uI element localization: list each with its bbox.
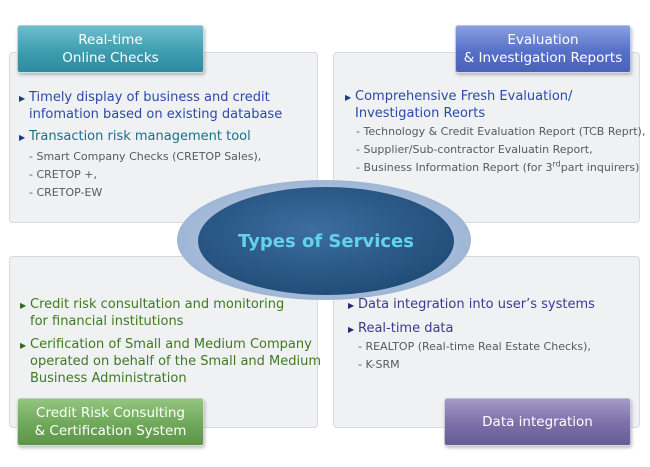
tab-data-integration: Data integration <box>444 398 631 446</box>
bullet-marker-icon: ▶ <box>20 301 27 310</box>
bullet-comprehensive-evaluation: ▶ Comprehensive Fresh Evaluation/ Invest… <box>345 89 573 121</box>
sub-item: - K-SRM <box>358 358 400 371</box>
bullet-marker-icon: ▶ <box>348 325 355 334</box>
sub-item: - Technology & Credit Evaluation Report … <box>356 125 646 138</box>
tab-line: Credit Risk Consulting <box>36 405 185 421</box>
tab-line: & Investigation Reports <box>463 50 623 66</box>
bullet-credit-risk-consultation: ▶ Credit risk consultation and monitorin… <box>20 297 285 329</box>
bullet-marker-icon: ▶ <box>19 133 26 142</box>
bullet-transaction-risk: ▶ Transaction risk management tool <box>19 129 251 144</box>
tab-credit-risk-consulting: Credit Risk Consulting & Certification S… <box>17 398 204 446</box>
bullet-certification: ▶ Cerification of Small and Medium Compa… <box>20 337 322 386</box>
bullet-marker-icon: ▶ <box>20 341 27 350</box>
tab-line: Real-time <box>78 32 143 48</box>
bullet-timely-display: ▶ Timely display of business and credit … <box>19 90 283 122</box>
sub-item: - REALTOP (Real-time Real Estate Checks)… <box>358 340 591 353</box>
sub-item-business-report: - Business Information Report (for 3rdpa… <box>356 159 640 174</box>
bullet-marker-icon: ▶ <box>19 94 26 103</box>
center-title: Types of Services <box>238 231 414 252</box>
sub-item: - Smart Company Checks (CRETOP Sales), <box>29 150 262 163</box>
tab-line: & Certification System <box>34 423 187 439</box>
bullet-marker-icon: ▶ <box>345 93 352 102</box>
tab-line: Online Checks <box>62 50 159 66</box>
bullet-realtime-data: ▶ Real-time data <box>348 321 454 336</box>
bullet-data-integration: ▶ Data integration into user’s systems <box>348 297 595 312</box>
sub-item: - Supplier/Sub-contractor Evaluatin Repo… <box>356 143 593 156</box>
tab-line: Data integration <box>482 414 593 430</box>
bullet-marker-icon: ▶ <box>348 301 355 310</box>
tab-evaluation-reports: Evaluation & Investigation Reports <box>455 25 631 73</box>
center-ellipse-inner <box>198 187 454 295</box>
sub-item: - CRETOP +, <box>29 168 97 181</box>
sub-item: - CRETOP-EW <box>29 186 103 199</box>
tab-realtime-online-checks: Real-time Online Checks <box>17 25 204 73</box>
tab-line: Evaluation <box>507 32 579 48</box>
